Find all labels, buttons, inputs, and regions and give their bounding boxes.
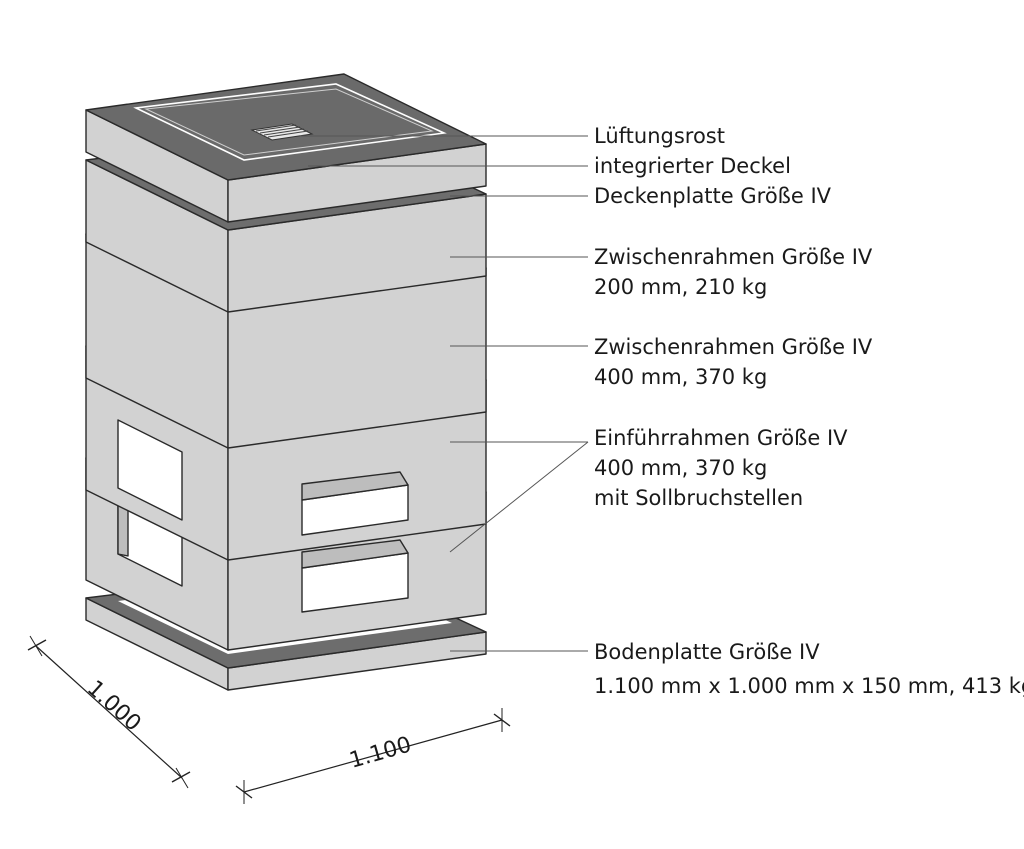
label-entry-frame-note: mit Sollbruchstellen [594, 486, 803, 510]
label-cover-plate: Deckenplatte Größe IV [594, 184, 832, 208]
dimension-width-label: 1.100 [347, 732, 414, 773]
labels: Lüftungsrost integrierter Deckel Deckenp… [594, 124, 1024, 698]
label-base-plate-spec: 1.100 mm x 1.000 mm x 150 mm, 413 kg [594, 674, 1024, 698]
cover-plate [85, 73, 487, 223]
label-base-plate-title: Bodenplatte Größe IV [594, 640, 820, 664]
label-entry-frame-title: Einführrahmen Größe IV [594, 426, 848, 450]
label-integrated-lid: integrierter Deckel [594, 154, 791, 178]
label-frame-400-spec: 400 mm, 370 kg [594, 365, 767, 389]
vent-grate-icon [250, 123, 314, 141]
dimension-depth-label: 1.000 [82, 676, 146, 737]
label-frame-200-spec: 200 mm, 210 kg [594, 275, 767, 299]
label-frame-200-title: Zwischenrahmen Größe IV [594, 245, 873, 269]
label-vent-grate: Lüftungsrost [594, 124, 725, 148]
dimension-width: 1.100 [235, 708, 511, 804]
label-frame-400-title: Zwischenrahmen Größe IV [594, 335, 873, 359]
label-entry-frame-spec: 400 mm, 370 kg [594, 456, 767, 480]
leader-lines [300, 135, 589, 652]
